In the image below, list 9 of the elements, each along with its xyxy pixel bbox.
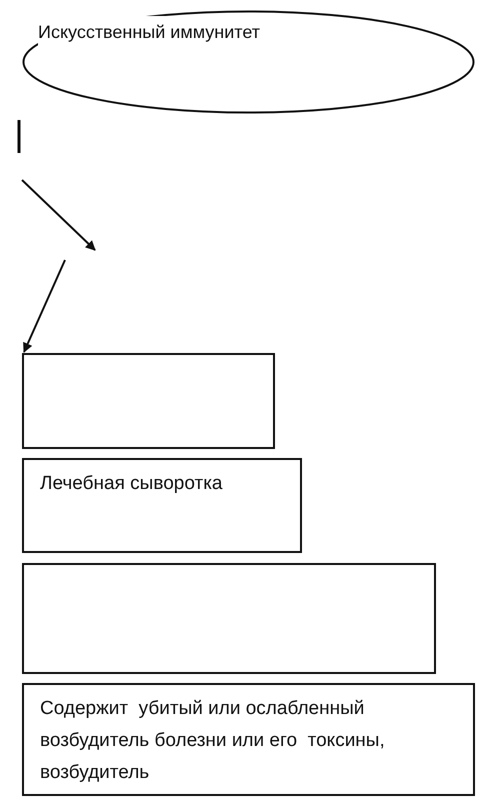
text-box [22,683,475,796]
arrow [23,260,66,353]
empty-box [22,563,436,674]
text-box [22,458,302,553]
box-text: Содержит убитый или ослабленный возбудитель болезни или его токсины, возбудитель [40,697,386,785]
empty-box [22,353,275,449]
box-text: Лечебная сыворотка [40,472,224,496]
heading-text: Искусственный иммунитет [38,16,260,48]
ellipse-shape [22,10,475,114]
